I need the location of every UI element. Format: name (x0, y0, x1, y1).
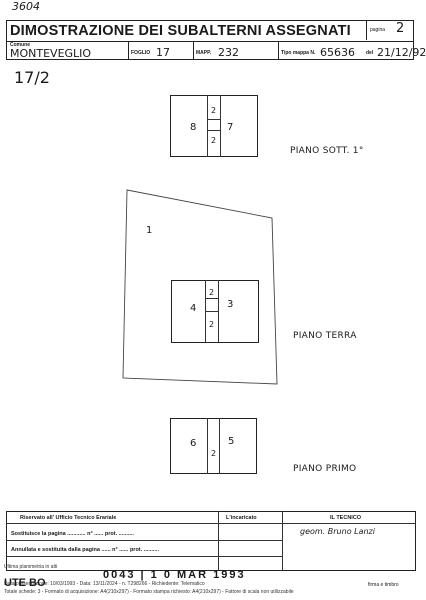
footer-data-line: Data presentazione: 10/03/1993 - Data: 1… (4, 581, 205, 587)
foglio-label: FOGLIO (131, 50, 151, 56)
header-sep (128, 41, 129, 60)
footer-row-line (6, 540, 218, 541)
footer-riservato: Riservato all' Ufficio Tecnico Erariale (20, 515, 117, 521)
header-box (6, 20, 414, 60)
plan-terra-landing (205, 298, 219, 312)
plan-sotto-landing (207, 119, 221, 131)
header-title: DIMOSTRAZIONE DEI SUBALTERNI ASSEGNATI (10, 23, 351, 39)
page-label: pagina (370, 27, 386, 33)
mapp-label: MAPP. (196, 50, 212, 56)
plan-terra-left-label: 4 (190, 303, 197, 314)
firma-label: firma e timbro (368, 582, 399, 588)
plan-primo-left-label: 6 (190, 438, 197, 449)
plan-primo-outline (170, 418, 257, 474)
page-value: 2 (396, 21, 405, 36)
footer-row-line (6, 556, 218, 557)
footer-row-line (218, 556, 282, 557)
ute-label: UTE BO (4, 577, 46, 589)
comune-value: MONTEVEGLIO (10, 47, 92, 60)
footer-sep (218, 511, 219, 571)
footer-ultima: Ultima planimetria in atti (4, 564, 58, 570)
footer-incaricato: L'incaricato (226, 515, 257, 521)
del-value: 21/12/92 (377, 46, 426, 59)
foglio-value: 17 (156, 46, 170, 59)
floor-label-primo: PIANO PRIMO (293, 464, 357, 474)
header-divider (6, 41, 414, 42)
plan-terra-outline (171, 280, 259, 343)
footer-row-line (6, 523, 416, 524)
page-box (366, 21, 414, 40)
plan-terra-mid-top: 2 (209, 288, 215, 297)
plan-sotto-right-label: 7 (227, 122, 234, 133)
stamp-number: 0043 | 1 0 MAR 1993 (103, 569, 246, 581)
comune-label: Comune (10, 42, 30, 48)
tipo-label: Tipo mappa N. (281, 50, 316, 56)
sheet-id: 17/2 (14, 68, 50, 87)
plan-sotto-left-label: 8 (190, 122, 197, 133)
tipo-value: 65636 (320, 46, 355, 59)
plan-terra-right-label: 3 (227, 299, 234, 310)
floor-label-terra: PIANO TERRA (293, 331, 357, 341)
plan-terra-mid-bottom: 2 (209, 320, 215, 329)
top-code: 3604 (12, 0, 40, 13)
plan-sotto-mid-bottom: 2 (211, 136, 217, 145)
plan-sotto-mid-top: 2 (211, 106, 217, 115)
header-sep (193, 41, 194, 60)
plan-primo-mid: 2 (211, 449, 217, 458)
floor-label-sotto: PIANO SOTT. 1° (290, 146, 364, 156)
footer-sostituisce: Sostituisce la pagina ............ n° ..… (11, 531, 134, 537)
plan-primo-stair (207, 418, 220, 474)
footer-annullata: Annullata e sostituita dalla pagina ....… (11, 547, 159, 553)
header-sep (278, 41, 279, 60)
footer-tecnico: IL TECNICO (330, 515, 362, 521)
del-label: del (366, 50, 374, 56)
signature: geom. Bruno Lanzi (300, 527, 375, 536)
mapp-value: 232 (218, 46, 239, 59)
footer-box (6, 511, 416, 571)
plan-primo-right-label: 5 (228, 436, 235, 447)
footer-schede-line: Totale schede: 3 - Formato di acquisizio… (4, 589, 294, 595)
footer-sep (282, 511, 283, 571)
plan-sotto-outline (170, 95, 258, 157)
lot-number: 1 (146, 225, 153, 236)
footer-row-line (218, 540, 282, 541)
